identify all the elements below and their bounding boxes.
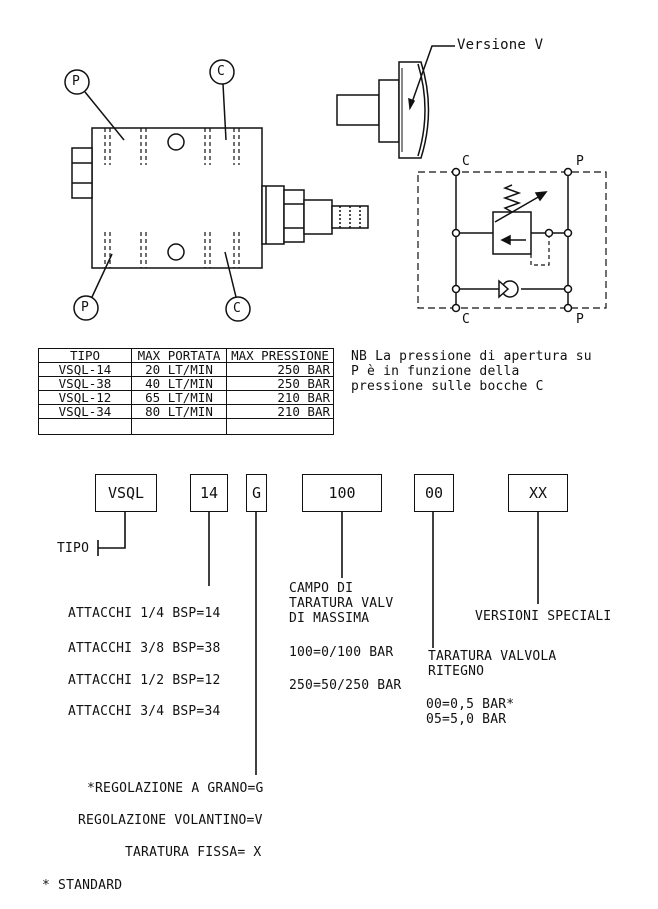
code-box-regolazione: G [246, 474, 267, 512]
note-line: pressione sulle bocche C [351, 379, 544, 394]
table-cell: VSQL-38 [38, 376, 132, 391]
code-box-tipo: VSQL [95, 474, 157, 512]
spec-table: TIPO MAX PORTATA MAX PRESSIONE VSQL-14 2… [38, 348, 334, 435]
table-cell: 80 LT/MIN [131, 404, 227, 419]
hydraulic-schematic [417, 167, 607, 313]
table-row: VSQL-14 20 LT/MIN 250 BAR [38, 362, 334, 377]
note-line: NB La pressione di apertura su [351, 349, 592, 364]
table-cell: VSQL-14 [38, 362, 132, 377]
ritegno-line: TARATURA VALVOLA [428, 649, 557, 664]
standard-footnote: * STANDARD [42, 878, 123, 893]
campo-option: 100=0/100 BAR [289, 645, 394, 660]
ritegno-heading: TARATURA VALVOLA RITEGNO [428, 649, 556, 679]
ritegno-line: RITEGNO [428, 664, 485, 679]
attacchi-option: ATTACCHI 1/4 BSP=14 [68, 606, 221, 621]
code-connectors [97, 512, 539, 775]
campo-taratura-heading: CAMPO DI TARATURA VALV DI MASSIMA [289, 581, 393, 626]
attacchi-option: ATTACCHI 3/4 BSP=34 [68, 704, 221, 719]
table-cell: 20 LT/MIN [131, 362, 227, 377]
note-line: P è in funzione della [351, 364, 520, 379]
table-cell: 65 LT/MIN [131, 390, 227, 405]
campo-line: DI MASSIMA [289, 611, 370, 626]
regolazione-option: *REGOLAZIONE A GRANO=G [87, 781, 264, 796]
campo-line: TARATURA VALV [289, 596, 394, 611]
schematic-label-bottom-right: P [576, 312, 585, 327]
table-cell: 210 BAR [226, 404, 334, 419]
table-cell [38, 418, 132, 435]
table-header: MAX PORTATA [131, 348, 227, 363]
attacchi-option: ATTACCHI 1/2 BSP=12 [68, 673, 221, 688]
campo-line: CAMPO DI [289, 581, 354, 596]
table-cell: 250 BAR [226, 376, 334, 391]
code-box-versioni: XX [508, 474, 568, 512]
version-v-label: Versione V [457, 37, 544, 53]
regolazione-option: TARATURA FISSA= X [125, 845, 262, 860]
table-cell: 40 LT/MIN [131, 376, 227, 391]
table-row [38, 418, 334, 435]
table-row: VSQL-34 80 LT/MIN 210 BAR [38, 404, 334, 419]
code-box-campo: 100 [302, 474, 382, 512]
table-cell [226, 418, 334, 435]
ritegno-option: 05=5,0 BAR [426, 712, 507, 727]
port-label-c-top: C [217, 64, 226, 79]
ritegno-option: 00=0,5 BAR* [426, 697, 515, 712]
attacchi-option: ATTACCHI 3/8 BSP=38 [68, 641, 221, 656]
schematic-label-bottom-left: C [462, 312, 471, 327]
table-row: VSQL-38 40 LT/MIN 250 BAR [38, 376, 334, 391]
handwheel-drawing [336, 45, 455, 159]
valve-block-drawing [64, 59, 369, 322]
ritegno-options: 00=0,5 BAR* 05=5,0 BAR [426, 697, 514, 727]
table-cell: 210 BAR [226, 390, 334, 405]
versioni-speciali-label: VERSIONI SPECIALI [475, 609, 612, 624]
code-box-attacchi: 14 [190, 474, 228, 512]
table-cell: VSQL-12 [38, 390, 132, 405]
regolazione-option: REGOLAZIONE VOLANTINO=V [78, 813, 263, 828]
schematic-label-top-right: P [576, 154, 585, 169]
table-header: TIPO [38, 348, 132, 363]
pressure-note: NB La pressione di apertura su P è in fu… [351, 349, 592, 394]
campo-option: 250=50/250 BAR [289, 678, 402, 693]
table-cell [131, 418, 227, 435]
table-cell: 250 BAR [226, 362, 334, 377]
table-row: VSQL-12 65 LT/MIN 210 BAR [38, 390, 334, 405]
port-label-c-bottom: C [233, 301, 242, 316]
code-box-ritegno: 00 [414, 474, 454, 512]
table-header: MAX PRESSIONE [226, 348, 334, 363]
schematic-label-top-left: C [462, 154, 471, 169]
port-label-p-top: P [72, 74, 81, 89]
tipo-label: TIPO [57, 541, 90, 556]
table-header-row: TIPO MAX PORTATA MAX PRESSIONE [38, 348, 334, 363]
table-cell: VSQL-34 [38, 404, 132, 419]
port-label-p-bottom: P [81, 300, 90, 315]
